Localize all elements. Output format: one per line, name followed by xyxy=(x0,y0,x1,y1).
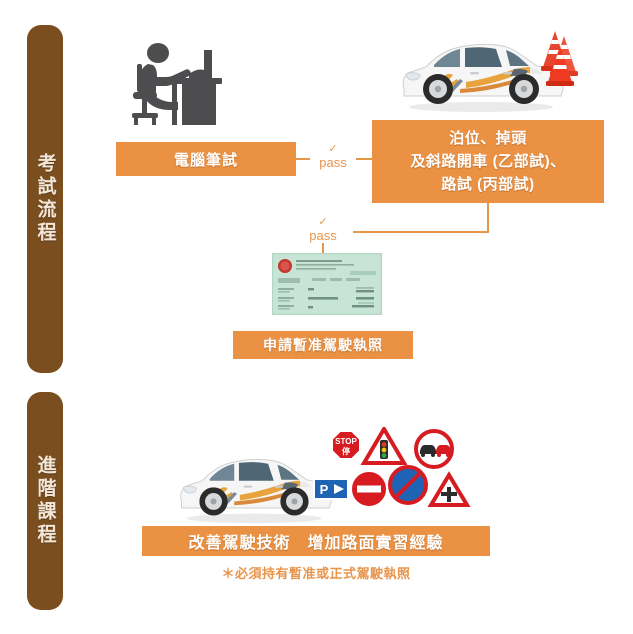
box-practical-test[interactable]: 泊位、掉頭 及斜路開車 (乙部試)、 路試 (丙部試) xyxy=(372,120,604,203)
section-bar-advanced-course-label: 進階課程 xyxy=(34,455,56,547)
crossroads-warning-sign-icon xyxy=(427,471,471,507)
person-at-computer-icon xyxy=(126,34,228,136)
traffic-signs-group: STOP 停 xyxy=(312,425,472,517)
box-practical-test-line2: 及斜路開車 (乙部試)、 xyxy=(410,152,566,170)
traffic-light-warning-sign-icon xyxy=(360,425,408,465)
svg-text:P: P xyxy=(320,482,329,497)
box-practical-test-line1: 泊位、掉頭 xyxy=(449,129,527,147)
connector-practical-down xyxy=(487,203,489,233)
box-improve-driving[interactable]: 改善駕駛技術 增加路面實習經驗 xyxy=(142,526,490,556)
svg-text:停: 停 xyxy=(342,446,350,456)
box-practical-test-line3: 路試 (丙部試) xyxy=(441,176,535,194)
footnote-licence-requirement: ＊必須持有暫准或正式駕駛執照 xyxy=(221,566,411,581)
box-improve-driving-label: 改善駕駛技術 增加路面實習經驗 xyxy=(188,535,444,552)
box-written-test[interactable]: 電腦筆試 xyxy=(116,142,296,176)
pass-label-practical-text: pass xyxy=(309,228,337,243)
connector-pass-to-practical xyxy=(356,158,372,160)
parking-direction-sign-icon: P xyxy=(313,478,349,500)
no-entry-sign-icon xyxy=(350,470,388,508)
no-overtaking-sign-icon xyxy=(414,429,454,469)
box-provisional-licence[interactable]: 申請暫准駕駛執照 xyxy=(233,331,413,359)
white-car-icon xyxy=(174,443,334,526)
check-icon: ✓ xyxy=(318,216,328,228)
white-car-icon xyxy=(396,27,566,115)
pass-label-written-text: pass xyxy=(319,155,347,170)
traffic-cones-icon xyxy=(535,26,583,89)
licence-card-icon xyxy=(271,252,383,316)
svg-text:STOP: STOP xyxy=(335,437,357,446)
stop-sign-icon: STOP 停 xyxy=(331,430,361,460)
no-waiting-sign-icon xyxy=(388,465,428,505)
pass-label-practical: ✓ pass xyxy=(300,217,346,243)
connector-written-to-pass xyxy=(296,158,310,160)
box-written-test-label: 電腦筆試 xyxy=(173,151,238,169)
section-bar-advanced-course: 進階課程 xyxy=(27,392,63,610)
section-bar-exam-flow-label: 考試流程 xyxy=(34,153,56,245)
pass-label-written: ✓ pass xyxy=(310,144,356,170)
connector-practical-left xyxy=(353,231,489,233)
box-provisional-licence-label: 申請暫准駕駛執照 xyxy=(263,337,383,353)
check-icon: ✓ xyxy=(328,143,338,155)
section-bar-exam-flow: 考試流程 xyxy=(27,25,63,373)
